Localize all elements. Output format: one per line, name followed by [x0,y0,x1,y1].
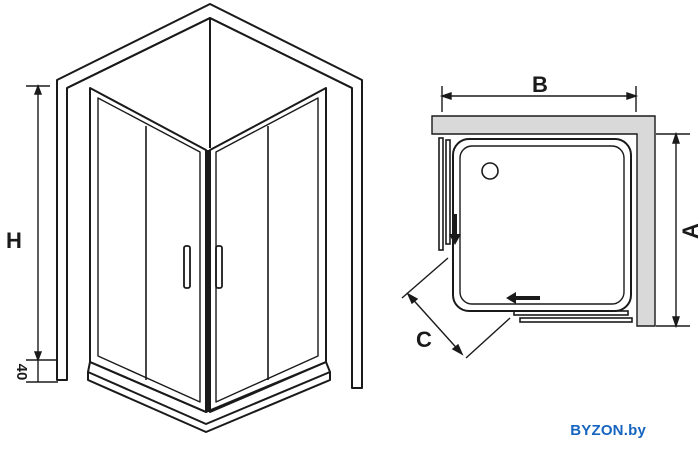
height-label: H [6,228,22,253]
shower-tray-inner [459,145,625,305]
plan-wall [431,115,656,327]
base-tray-bottom [87,372,331,433]
shower-tray-outer [452,138,632,312]
plan-glass-panels [438,137,633,323]
left-glass-frame [89,87,207,413]
width-label: B [532,72,548,97]
plan-view: B A C [401,72,700,359]
left-door-handle [183,245,191,289]
entry-label: C [416,327,432,352]
drain-icon [481,162,499,180]
depth-dimension [656,131,690,329]
entry-dimension [401,257,511,359]
height-dimension [26,84,58,383]
base-height-label: 40 [13,364,30,381]
door-arrow-down-icon [449,214,461,245]
left-glass-inner [97,97,201,403]
enclosure-3d-view [56,3,363,433]
width-dimension [439,86,639,112]
right-door-handle [215,245,223,289]
watermark-logo: BYZON.by [570,422,646,439]
right-glass-inner [215,97,319,403]
depth-label: A [678,223,700,239]
door-arrow-left-icon [506,292,540,304]
